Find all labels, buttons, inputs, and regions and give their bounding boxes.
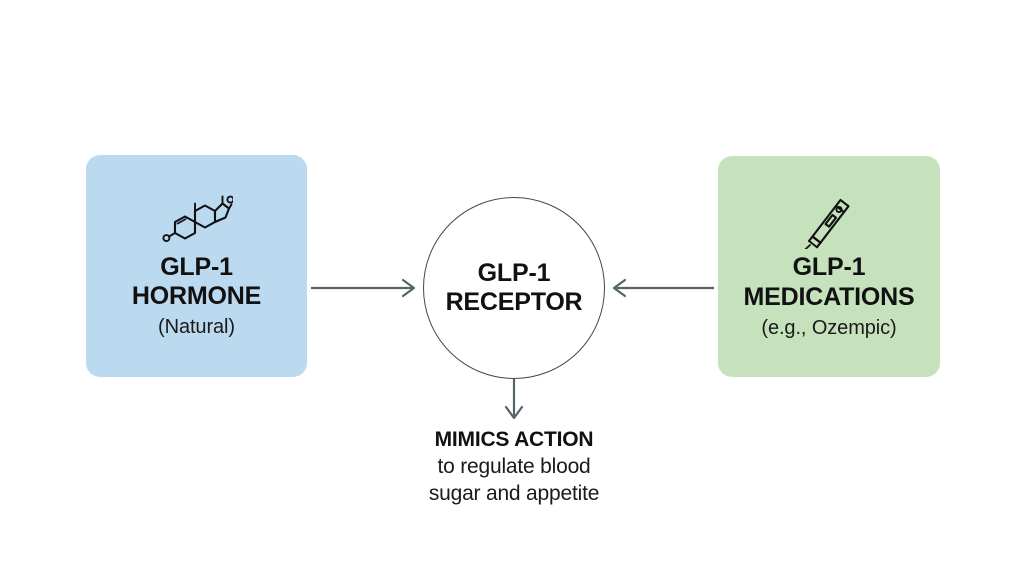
glp1-hormone-card: GLP-1 HORMONE (Natural) [86, 155, 307, 377]
glp1-hormone-subtitle: (Natural) [158, 316, 235, 339]
arrow-receptor-to-caption [504, 379, 524, 420]
steroid-molecule-icon [161, 189, 233, 249]
glp1-receptor-node: GLP-1 RECEPTOR [423, 197, 605, 379]
arrow-hormone-to-receptor [311, 278, 416, 298]
glp1-medications-card: GLP-1 MEDICATIONS (e.g., Ozempic) [718, 156, 940, 377]
caption-title: MIMICS ACTION [434, 428, 594, 451]
glp1-medications-subtitle: (e.g., Ozempic) [761, 316, 897, 339]
glp1-receptor-label: GLP-1 RECEPTOR [445, 258, 583, 316]
arrow-medications-to-receptor [612, 278, 714, 298]
mimics-action-caption: MIMICS ACTION to regulate blood sugar an… [354, 427, 674, 507]
injection-pen-icon [800, 189, 858, 250]
glp1-medications-title: GLP-1 MEDICATIONS [743, 253, 915, 311]
caption-body: to regulate blood sugar and appetite [428, 455, 600, 505]
glp1-hormone-title: GLP-1 HORMONE [131, 252, 262, 310]
